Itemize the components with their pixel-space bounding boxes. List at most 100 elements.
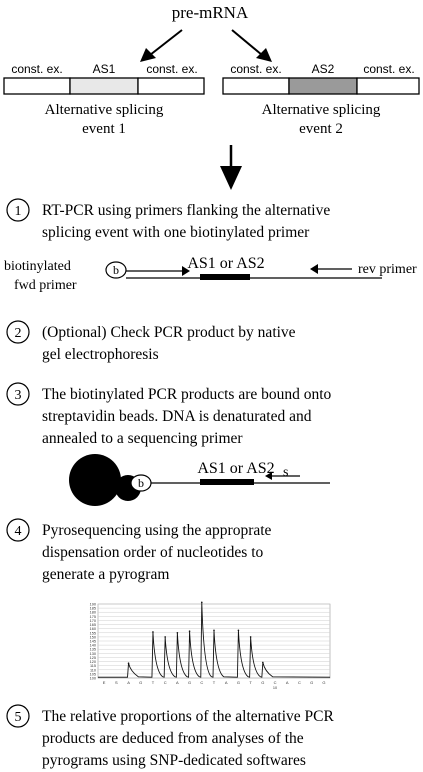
- pyrogram-x-label: E: [103, 680, 106, 685]
- rev-primer-label: rev primer: [358, 262, 417, 277]
- step2-number: 2: [15, 326, 22, 341]
- step1-number: 1: [15, 204, 22, 219]
- pyrogram-x-label: A: [127, 680, 130, 685]
- step4-text-line2: dispensation order of nucleotides to: [42, 544, 264, 561]
- pyrogram-x-label: G: [188, 680, 191, 685]
- step-1: 1 RT-PCR using primers flanking the alte…: [6, 198, 330, 241]
- event1-exon-right: [137, 77, 205, 95]
- biotin-label: b: [113, 263, 119, 277]
- pyrogram-peak: [200, 601, 203, 604]
- step4-number: 4: [15, 524, 22, 539]
- step2-text-line1: (Optional) Check PCR product by native: [42, 324, 296, 341]
- pyrogram-peak: [176, 631, 179, 634]
- pyrogram-peak: [213, 629, 215, 632]
- pyrogram-chart: 1001051101151201251301351401451501551601…: [90, 601, 331, 690]
- pyrogram-x-label: C: [274, 680, 277, 685]
- step5-text-line1: The relative proportions of the alternat…: [42, 708, 334, 725]
- step3-number: 3: [15, 388, 22, 403]
- event2-alt-exon-label: AS2: [312, 62, 335, 76]
- splicing-event-2: const. ex. AS2 const. ex. Alternative sp…: [222, 62, 420, 137]
- pyrogram-x-label: C: [200, 680, 203, 685]
- fwd-primer-arrow-head: [182, 266, 190, 276]
- pyrogram-y-tick: 130: [90, 652, 96, 656]
- pyrogram-y-tick: 190: [90, 603, 96, 607]
- arrow-head-event1: [140, 48, 156, 62]
- pyrogram-x-label: C: [298, 680, 301, 685]
- pyrogram-x-label: A: [225, 680, 228, 685]
- target-label: AS1 or AS2: [187, 255, 264, 272]
- step-3: 3 The biotinylated PCR products are boun…: [6, 382, 332, 447]
- pyrogram-peak: [249, 636, 252, 638]
- step4-text-line1: Pyrosequencing using the approprate: [42, 522, 272, 539]
- step-4: 4 Pyrosequencing using the approprate di…: [6, 518, 272, 583]
- event1-caption-line1: Alternative splicing: [45, 102, 164, 118]
- pyrogram-peak: [188, 630, 191, 632]
- event1-exon-left-label: const. ex.: [11, 62, 62, 76]
- pyrogram-trace: [98, 602, 331, 678]
- bead-biotin-label: b: [138, 476, 144, 490]
- event2-caption-line1: Alternative splicing: [262, 102, 381, 118]
- pyrogram-y-tick: 175: [90, 615, 96, 619]
- step3-text-line2: streptavidin beads. DNA is denaturated a…: [42, 408, 312, 425]
- pyrogram-y-tick: 100: [90, 677, 96, 681]
- step-5: 5 The relative proportions of the altern…: [6, 704, 334, 769]
- pyrogram-y-tick: 155: [90, 631, 96, 635]
- step1-text-line2: splicing event with one biotinylated pri…: [42, 224, 310, 241]
- fwd-primer-label-line1: biotinylated: [4, 259, 71, 274]
- bead-diagram: b AS1 or AS2 s: [69, 454, 330, 506]
- pyrogram-peak: [164, 636, 166, 638]
- pyrogram-x-label: G: [237, 680, 240, 685]
- step5-number: 5: [15, 710, 22, 725]
- pyrogram-y-tick: 160: [90, 627, 96, 631]
- pyrogram-y-tick: 145: [90, 640, 96, 644]
- pyrogram-y-tick: 125: [90, 656, 96, 660]
- event1-exon-left: [3, 77, 71, 95]
- bead-target-region: [200, 479, 254, 485]
- arrow-head-event2: [256, 48, 272, 62]
- seq-primer-label: s: [283, 465, 288, 480]
- pyrogram-y-tick: 180: [90, 611, 96, 615]
- step5-text-line2: products are deduced from analyses of th…: [42, 730, 304, 747]
- seq-primer-arrow-head: [265, 472, 272, 480]
- pyrogram-y-tick: 120: [90, 660, 96, 664]
- pyrogram-y-tick: 115: [90, 664, 96, 668]
- pyrogram-y-tick: 135: [90, 648, 96, 652]
- pyrogram-x-label: G: [139, 680, 142, 685]
- down-arrow-head: [220, 166, 242, 190]
- streptavidin-bead-large: [69, 454, 121, 506]
- event2-caption-line2: event 2: [299, 121, 343, 137]
- pyrogram-x-label: C: [164, 680, 167, 685]
- pyrogram-x-extra: 10: [273, 686, 277, 690]
- biotin-marker: [105, 261, 127, 279]
- pyrogram-x-label: T: [213, 680, 216, 685]
- pyrogram-x-label: T: [249, 680, 252, 685]
- pyrogram-y-tick: 185: [90, 607, 96, 611]
- step2-number-badge: [6, 320, 30, 344]
- pyrogram-peak: [127, 662, 130, 664]
- rev-primer-arrow-head: [310, 264, 318, 274]
- step3-text-line3: annealed to a sequencing primer: [42, 430, 243, 447]
- step4-number-badge: [6, 518, 30, 542]
- step2-text-line2: gel electrophoresis: [42, 346, 159, 363]
- step1-number-badge: [6, 198, 30, 222]
- pyrogram-x-label: A: [176, 680, 179, 685]
- pyrogram-y-tick: 110: [90, 668, 96, 672]
- step4-text-line3: generate a pyrogram: [42, 566, 169, 583]
- pcr-primer-diagram: biotinylated fwd primer b AS1 or AS2 rev…: [4, 255, 417, 293]
- step5-number-badge: [6, 704, 30, 728]
- pyrogram-x-label: G: [310, 680, 313, 685]
- target-region: [200, 274, 250, 280]
- bead-target-label: AS1 or AS2: [197, 460, 274, 477]
- pyrogram-y-tick: 105: [90, 672, 96, 676]
- pyrogram-peak: [152, 631, 154, 633]
- event1-alt-exon-label: AS1: [93, 62, 116, 76]
- pre-mrna-label: pre-mRNA: [172, 3, 249, 22]
- pyrogram-x-label: G: [322, 680, 325, 685]
- event1-alt-exon: [69, 77, 139, 95]
- pyrogram-peak: [262, 661, 264, 664]
- pyrogram-y-tick: 170: [90, 619, 96, 623]
- event2-exon-right: [356, 77, 420, 95]
- step-2: 2 (Optional) Check PCR product by native…: [6, 320, 296, 363]
